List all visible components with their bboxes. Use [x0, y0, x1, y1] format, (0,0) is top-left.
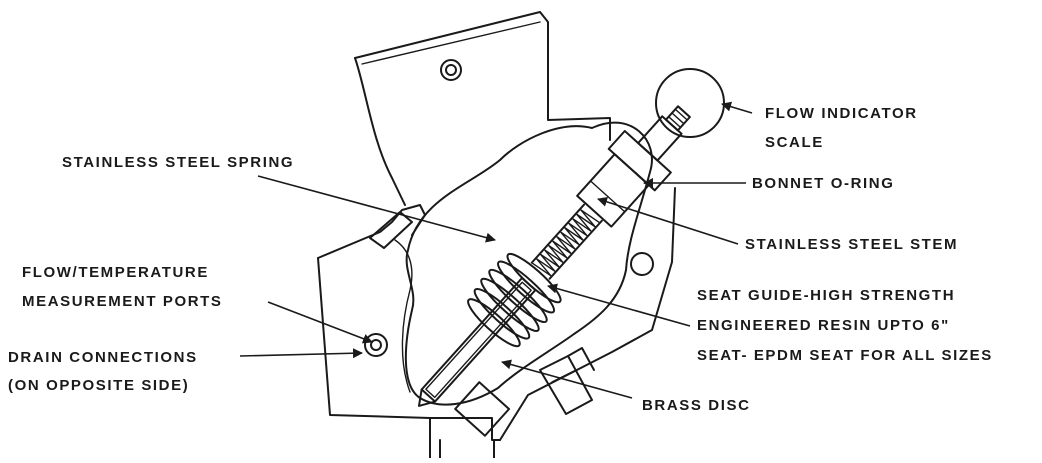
label-stainless-steel-spring: STAINLESS STEEL SPRING — [62, 154, 294, 171]
cutaway-region — [404, 121, 653, 406]
leader-seat-guide — [547, 283, 691, 327]
leader-flow-indicator — [721, 101, 753, 114]
flow-indicator-circle — [655, 68, 725, 138]
label-bonnet-oring: BONNET O-RING — [752, 175, 894, 192]
leader-lines — [239, 101, 753, 399]
label-flow-indicator-line2: SCALE — [765, 134, 824, 151]
mounting-hole-top — [440, 59, 462, 81]
leader-drain — [239, 348, 363, 359]
upper-bracket — [354, 11, 611, 141]
label-stainless-steel-stem: STAINLESS STEEL STEM — [745, 236, 958, 253]
stem-assembly — [417, 105, 691, 437]
disc-block — [454, 381, 511, 437]
spring-coils — [467, 252, 562, 348]
leader-stem — [597, 196, 739, 245]
label-flow-temp-line2: MEASUREMENT PORTS — [22, 293, 223, 310]
label-brass-disc: BRASS DISC — [642, 397, 751, 414]
measurement-port — [364, 333, 388, 357]
threaded-stem — [530, 203, 603, 280]
label-seat-guide-line3: SEAT- EPDM SEAT FOR ALL SIZES — [697, 347, 993, 364]
label-drain-line2: (ON OPPOSITE SIDE) — [8, 377, 189, 394]
side-hole-right — [630, 252, 654, 276]
bottom-nut — [539, 355, 593, 415]
outer-housing-right — [499, 187, 676, 441]
leader-ports — [267, 301, 373, 344]
valve-body — [317, 11, 725, 459]
label-drain-line1: DRAIN CONNECTIONS — [8, 349, 198, 366]
labels: FLOW INDICATOR SCALE STAINLESS STEEL SPR… — [8, 105, 993, 414]
label-seat-guide-line2: ENGINEERED RESIN UPTO 6" — [697, 317, 950, 334]
pivot-clip-left — [369, 211, 413, 249]
label-seat-guide-line1: SEAT GUIDE-HIGH STRENGTH — [697, 287, 955, 304]
label-flow-temp-line1: FLOW/TEMPERATURE — [22, 264, 209, 281]
label-flow-indicator-line1: FLOW INDICATOR — [765, 105, 918, 122]
leader-brass-disc — [501, 359, 633, 399]
leader-spring — [257, 175, 496, 243]
